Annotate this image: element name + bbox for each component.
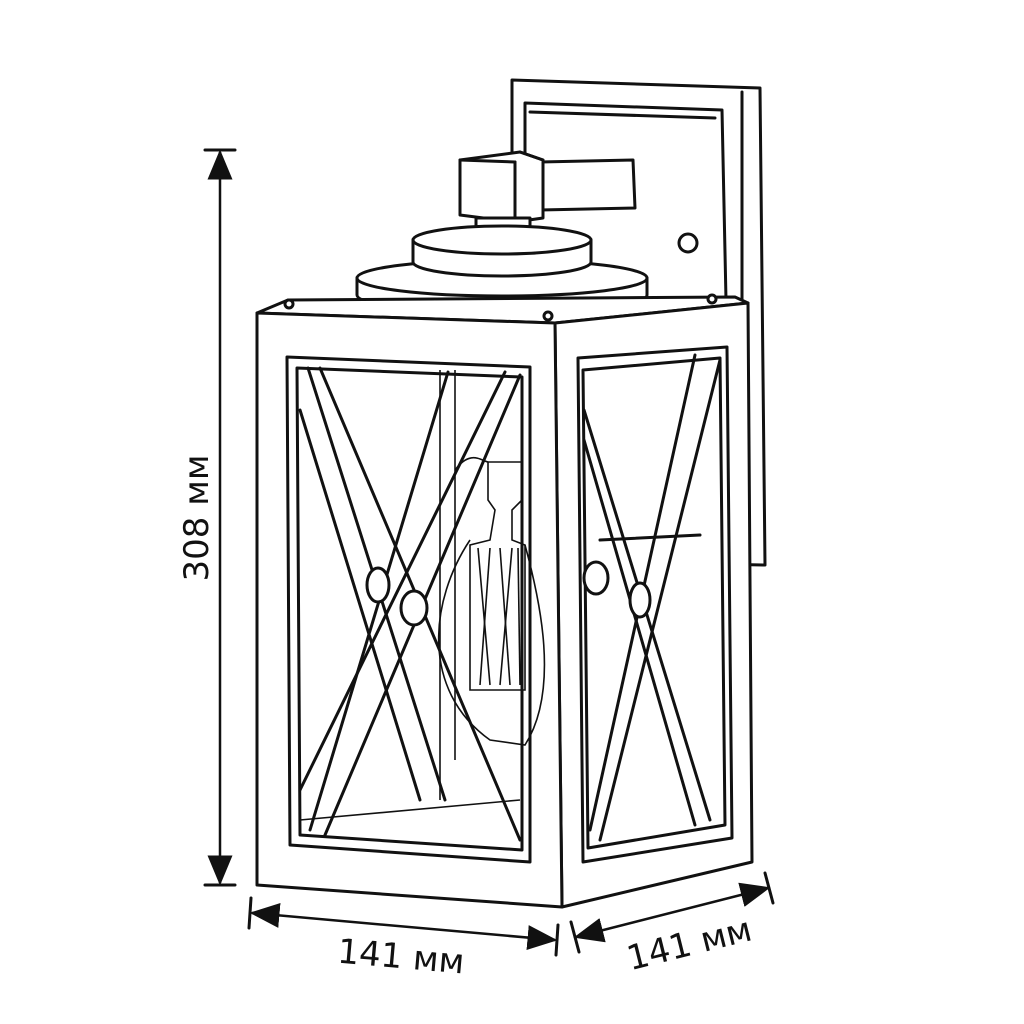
bulb	[437, 456, 546, 746]
height-dimension: 308 мм	[177, 148, 237, 887]
width-label: 141 мм	[336, 932, 466, 983]
screw-icon	[677, 232, 699, 254]
lantern-front-face	[255, 311, 564, 909]
mount-arm	[458, 150, 637, 236]
lantern-side-face	[553, 301, 754, 909]
height-label: 308 мм	[177, 454, 217, 581]
width-dimension: 141 мм	[247, 896, 560, 983]
